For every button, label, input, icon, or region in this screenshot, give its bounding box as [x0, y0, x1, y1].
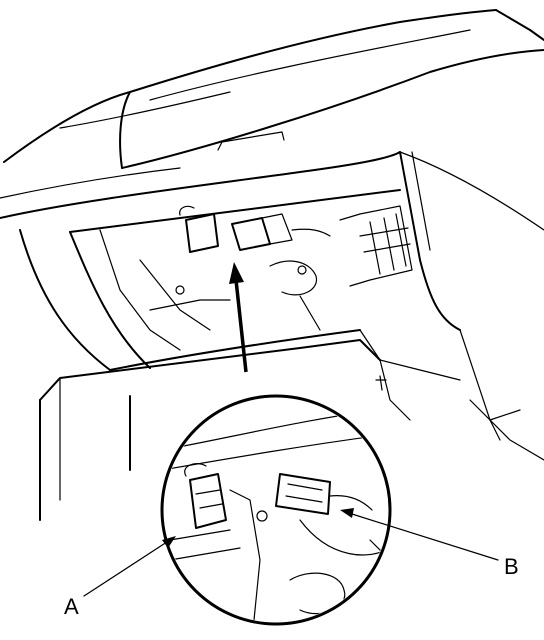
detail-magnifier	[160, 394, 392, 626]
callout-leaders	[83, 508, 499, 597]
pointer-arrow	[229, 262, 248, 373]
glove-box-opening	[19, 151, 544, 461]
callout-label-b: B	[504, 554, 519, 579]
dashboard-outline	[0, 9, 544, 231]
callout-label-a: A	[64, 594, 79, 619]
inner-components	[99, 205, 413, 351]
lower-panel	[39, 339, 411, 521]
